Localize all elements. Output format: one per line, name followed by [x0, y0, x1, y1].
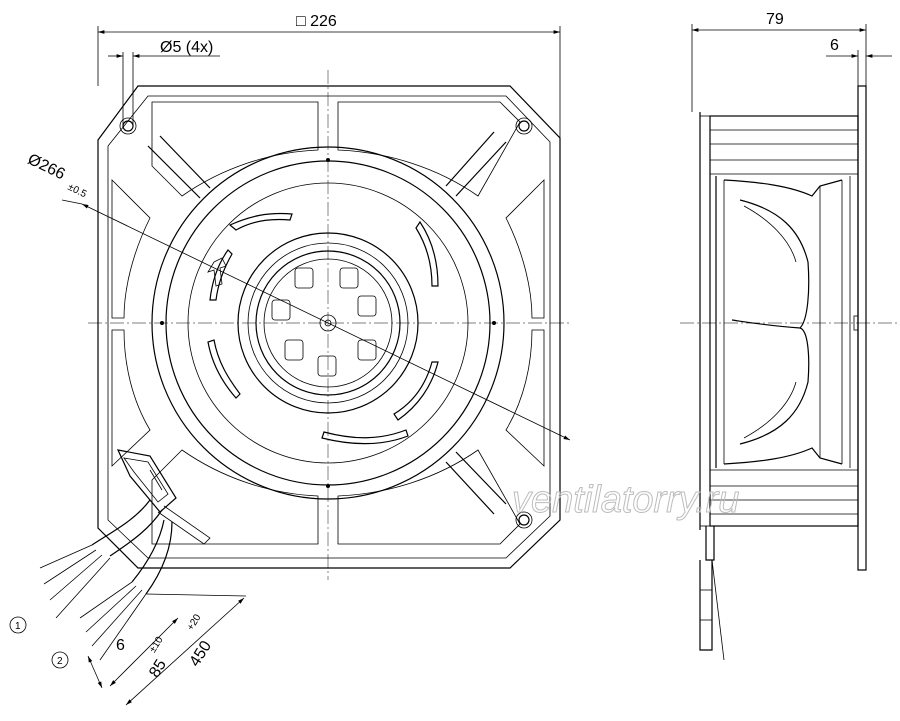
- front-view: Ø266 ±0.5 □ 226 Ø5 (4x) 450 +20 85 ±10 6…: [9, 13, 571, 706]
- side-view: 79 6: [680, 11, 900, 661]
- callout-1: [9, 616, 27, 634]
- impeller-diameter-label: Ø266: [25, 151, 68, 183]
- mount-hole: [518, 514, 530, 526]
- callout-1-label: 1: [15, 621, 21, 632]
- side-body: [709, 115, 859, 527]
- hub-slots: [271, 267, 377, 377]
- side-flange: [857, 85, 867, 571]
- wire-end-label: 6: [116, 637, 125, 654]
- callout-2: [51, 651, 69, 669]
- mount-hole: [518, 120, 530, 132]
- cable-connector: [116, 449, 177, 513]
- watermark-text: ventilatorry.ru: [512, 479, 739, 521]
- cable-length-label: 450: [186, 638, 215, 670]
- hole-diameter-label: Ø5 (4x): [160, 39, 213, 56]
- flange-label: 6: [830, 37, 839, 54]
- cable-bundle: [39, 499, 173, 661]
- frame-width-label: □ 226: [296, 13, 337, 30]
- impeller-blades: [207, 212, 439, 445]
- depth-label: 79: [766, 11, 784, 28]
- callout-2-label: 2: [57, 656, 63, 667]
- wire-strip-label: 85: [146, 657, 170, 681]
- cable-length-tolerance-label: +20: [185, 612, 204, 633]
- wire-strip-tolerance-label: ±10: [147, 635, 165, 655]
- impeller-tolerance-label: ±0.5: [66, 182, 89, 201]
